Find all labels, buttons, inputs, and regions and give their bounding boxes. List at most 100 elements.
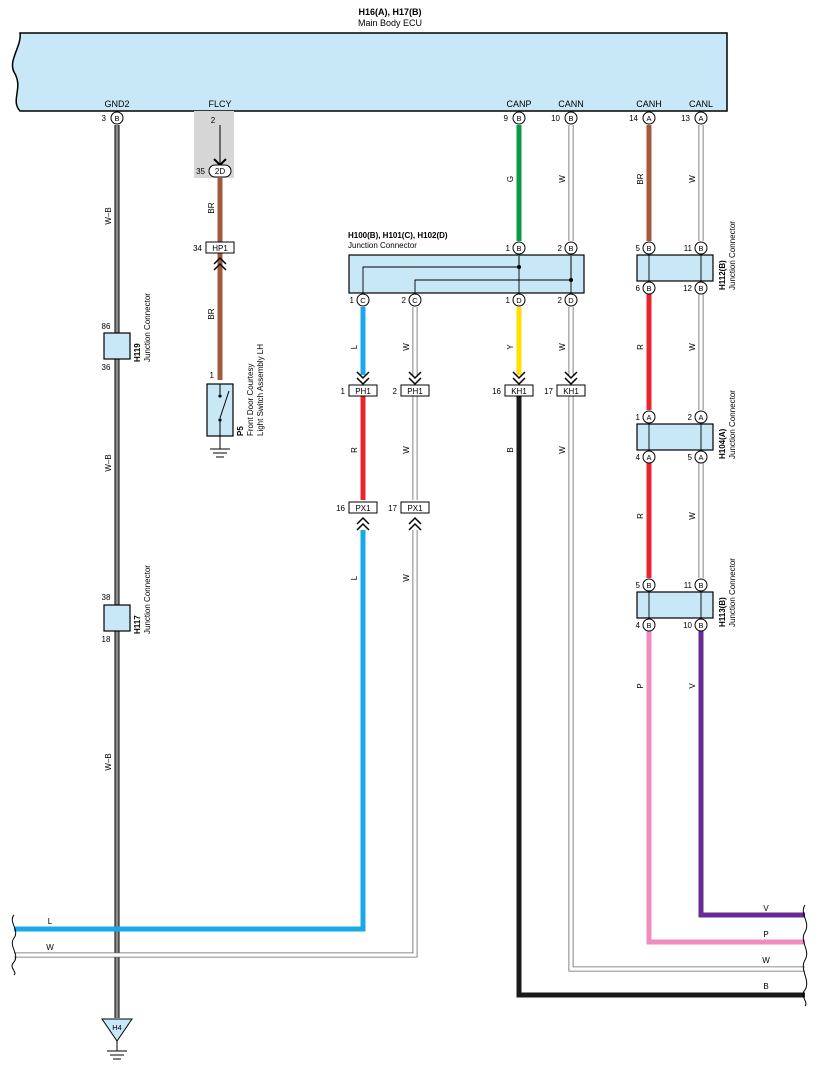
wire-label-gnd-2: W–B — [104, 454, 113, 471]
svg-text:17: 17 — [544, 387, 553, 396]
connector-kh1-b: KH1 17 — [544, 371, 586, 397]
svg-text:4: 4 — [636, 621, 641, 630]
wire-label-canh-2: R — [636, 344, 645, 350]
svg-text:B: B — [698, 284, 703, 293]
svg-text:KH1: KH1 — [511, 387, 527, 396]
wire-label-canp-1: G — [506, 176, 515, 182]
ecu-pin-canl: 13 A — [681, 111, 708, 125]
svg-text:34: 34 — [193, 244, 202, 253]
svg-text:2: 2 — [402, 296, 407, 305]
wire-label-c1-2: R — [350, 447, 359, 453]
svg-text:PX1: PX1 — [355, 504, 371, 513]
connector-px1-a: PX1 16 — [336, 501, 378, 531]
ecu-pin-cann: 10 B — [551, 111, 578, 125]
svg-text:B: B — [568, 114, 573, 123]
connector-2d: 2D 35 — [196, 158, 232, 178]
junction-h117: 38 18 — [102, 593, 131, 644]
junction-h117-title: H117 — [133, 615, 142, 634]
wire-label-canh-1: BR — [636, 173, 645, 184]
switch-name-line2: Light Switch Assembly LH — [256, 344, 265, 436]
svg-text:1: 1 — [506, 244, 511, 253]
terminal-name-canh: CANH — [636, 99, 662, 109]
junction-h113-title: H113(B) — [718, 597, 727, 627]
svg-text:C: C — [360, 296, 366, 305]
svg-text:B: B — [646, 244, 651, 253]
bus-label-b: B — [763, 982, 768, 991]
svg-text:5: 5 — [636, 244, 641, 253]
svg-text:B: B — [698, 581, 703, 590]
junction-h119-subtitle: Junction Connector — [143, 293, 152, 362]
junction-h104: 1 A 2 A 4 A 5 A — [636, 410, 714, 464]
svg-text:1: 1 — [636, 413, 641, 422]
svg-text:C: C — [412, 296, 418, 305]
switch-id: P5 — [236, 426, 245, 436]
connector-hp1: HP1 34 — [193, 241, 235, 271]
ecu-pin-gnd2: 3 B — [102, 111, 124, 125]
svg-text:5: 5 — [688, 453, 693, 462]
wire-label-cann-2: W — [558, 343, 567, 351]
wire-label-canp-2: Y — [506, 344, 515, 350]
svg-text:1: 1 — [341, 387, 346, 396]
svg-text:18: 18 — [102, 635, 111, 644]
wire-label-canp-3: B — [506, 447, 515, 452]
ecu-pin-canp: 9 B — [504, 111, 526, 125]
ecu-subtitle: Main Body ECU — [358, 18, 422, 28]
bus-label-p: P — [763, 930, 768, 939]
svg-text:1: 1 — [350, 296, 355, 305]
svg-text:B: B — [516, 114, 521, 123]
svg-text:H4: H4 — [112, 1023, 122, 1032]
svg-text:B: B — [646, 581, 651, 590]
right-break-mark — [802, 904, 808, 1007]
left-break-mark — [11, 914, 17, 976]
connector-ph1-b: PH1 2 — [393, 371, 430, 397]
wire-label-flcy-2: BR — [207, 308, 216, 319]
svg-text:3: 3 — [102, 114, 107, 123]
wire-1c-l-bus — [14, 530, 366, 932]
ecu-pin-flcy: 2 — [211, 116, 216, 125]
connector-px1-b: PX1 17 — [388, 501, 430, 531]
junction-h112-title: H112(B) — [718, 260, 727, 290]
svg-text:2: 2 — [211, 116, 216, 125]
svg-text:B: B — [646, 284, 651, 293]
terminal-name-canp: CANP — [506, 99, 531, 109]
svg-text:9: 9 — [504, 114, 509, 123]
junction-h104-title: H104(A) — [718, 428, 727, 459]
wire-label-c2-1: W — [402, 343, 411, 351]
wire-2c — [14, 307, 418, 958]
junction-h100-subtitle: Junction Connector — [348, 241, 417, 250]
svg-text:1: 1 — [506, 296, 511, 305]
bus-label-v: V — [763, 904, 769, 913]
junction-h119-title: H119 — [133, 343, 142, 362]
svg-text:KH1: KH1 — [563, 387, 579, 396]
wire-label-canl-3: W — [688, 512, 697, 520]
terminal-name-canl: CANL — [689, 99, 713, 109]
junction-h119: 86 36 — [102, 322, 131, 372]
svg-text:38: 38 — [102, 593, 111, 602]
svg-text:D: D — [516, 296, 522, 305]
wire-label-c2-3: W — [402, 574, 411, 582]
svg-text:11: 11 — [684, 581, 693, 590]
svg-text:B: B — [646, 621, 651, 630]
wire-cann — [568, 125, 805, 972]
junction-h113: 5 B 11 B 4 B 10 B — [636, 578, 714, 632]
svg-text:PH1: PH1 — [407, 387, 423, 396]
svg-text:1: 1 — [210, 371, 215, 380]
svg-text:10: 10 — [551, 114, 560, 123]
svg-text:2: 2 — [688, 413, 693, 422]
svg-text:2: 2 — [558, 244, 563, 253]
junction-h100-title: H100(B), H101(C), H102(D) — [348, 231, 448, 240]
svg-text:A: A — [646, 114, 651, 123]
wire-label-c1-3: L — [350, 575, 359, 580]
svg-text:A: A — [646, 413, 651, 422]
svg-text:A: A — [698, 453, 703, 462]
wire-label-canl-4: V — [688, 683, 697, 689]
svg-text:B: B — [114, 114, 119, 123]
wire-label-canh-3: R — [636, 513, 645, 519]
svg-text:16: 16 — [336, 504, 345, 513]
wire-label-c2-2: W — [402, 446, 411, 454]
svg-text:6: 6 — [636, 284, 641, 293]
svg-text:2: 2 — [558, 296, 563, 305]
wire-canp-b — [516, 392, 805, 998]
svg-text:86: 86 — [102, 322, 111, 331]
